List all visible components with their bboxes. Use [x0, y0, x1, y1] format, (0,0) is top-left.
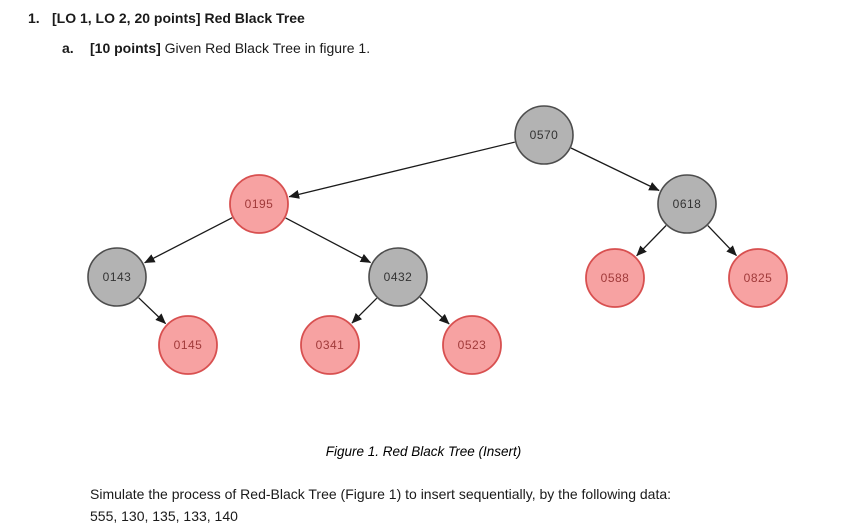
instruction-paragraph: Simulate the process of Red-Black Tree (… — [90, 483, 800, 527]
figure-caption: Figure 1. Red Black Tree (Insert) — [325, 444, 522, 459]
tree-node-label: 0825 — [744, 271, 773, 285]
tree-node-label: 0618 — [673, 197, 702, 211]
tree-edge-0570-0195 — [288, 141, 515, 199]
tree-node-circle — [657, 174, 717, 234]
tree-edge-0195-0143 — [144, 217, 233, 264]
tree-edges — [138, 141, 737, 325]
tree-edge-0618-0588 — [636, 225, 667, 257]
question-number: 1. — [28, 10, 40, 26]
tree-node-label: 0143 — [103, 270, 132, 284]
tree-node-label: 0432 — [384, 270, 413, 284]
tree-node-circle — [442, 315, 502, 375]
tree-node-circle — [229, 174, 289, 234]
subpart-text: Given Red Black Tree in figure 1. — [160, 40, 371, 56]
tree-edge-0432-0523 — [419, 296, 450, 325]
instruction-line-1: Simulate the process of Red-Black Tree (… — [90, 486, 672, 502]
tree-edge-0570-0618 — [570, 147, 660, 192]
tree-node-circle — [585, 248, 645, 308]
tree-node-0523: 0523 — [442, 315, 502, 375]
tree-node-0570: 0570 — [514, 105, 574, 165]
tree-node-0588: 0588 — [585, 248, 645, 308]
tree-node-label: 0588 — [601, 271, 630, 285]
subpart-points: [10 points] — [90, 40, 161, 56]
tree-nodes: 0570 0195 0618 0143 0432 0588 0825 0145 0341 0523 — [87, 105, 788, 375]
tree-edge-0195-0432 — [285, 217, 372, 264]
tree-node-0825: 0825 — [728, 248, 788, 308]
tree-node-label: 0195 — [245, 197, 274, 211]
tree-node-circle — [300, 315, 360, 375]
tree-node-label: 0523 — [458, 338, 487, 352]
tree-node-0195: 0195 — [229, 174, 289, 234]
subpart-body: [10 points] Given Red Black Tree in figu… — [90, 40, 370, 56]
tree-edge-0143-0145 — [138, 297, 167, 325]
tree-node-0143: 0143 — [87, 247, 147, 307]
tree-node-label: 0341 — [316, 338, 345, 352]
tree-node-circle — [514, 105, 574, 165]
instruction-line-2: 555, 130, 135, 133, 140 — [90, 508, 238, 524]
tree-node-circle — [368, 247, 428, 307]
tree-node-0618: 0618 — [657, 174, 717, 234]
tree-node-label: 0145 — [174, 338, 203, 352]
tree-node-label: 0570 — [530, 128, 559, 142]
tree-node-0145: 0145 — [158, 315, 218, 375]
tree-node-circle — [728, 248, 788, 308]
tree-node-0341: 0341 — [300, 315, 360, 375]
subpart-letter: a. — [62, 40, 74, 56]
tree-node-circle — [158, 315, 218, 375]
tree-edge-0432-0341 — [351, 297, 378, 324]
tree-edge-0618-0825 — [707, 225, 737, 257]
question-title: [LO 1, LO 2, 20 points] Red Black Tree — [52, 10, 305, 26]
tree-node-0432: 0432 — [368, 247, 428, 307]
tree-node-circle — [87, 247, 147, 307]
